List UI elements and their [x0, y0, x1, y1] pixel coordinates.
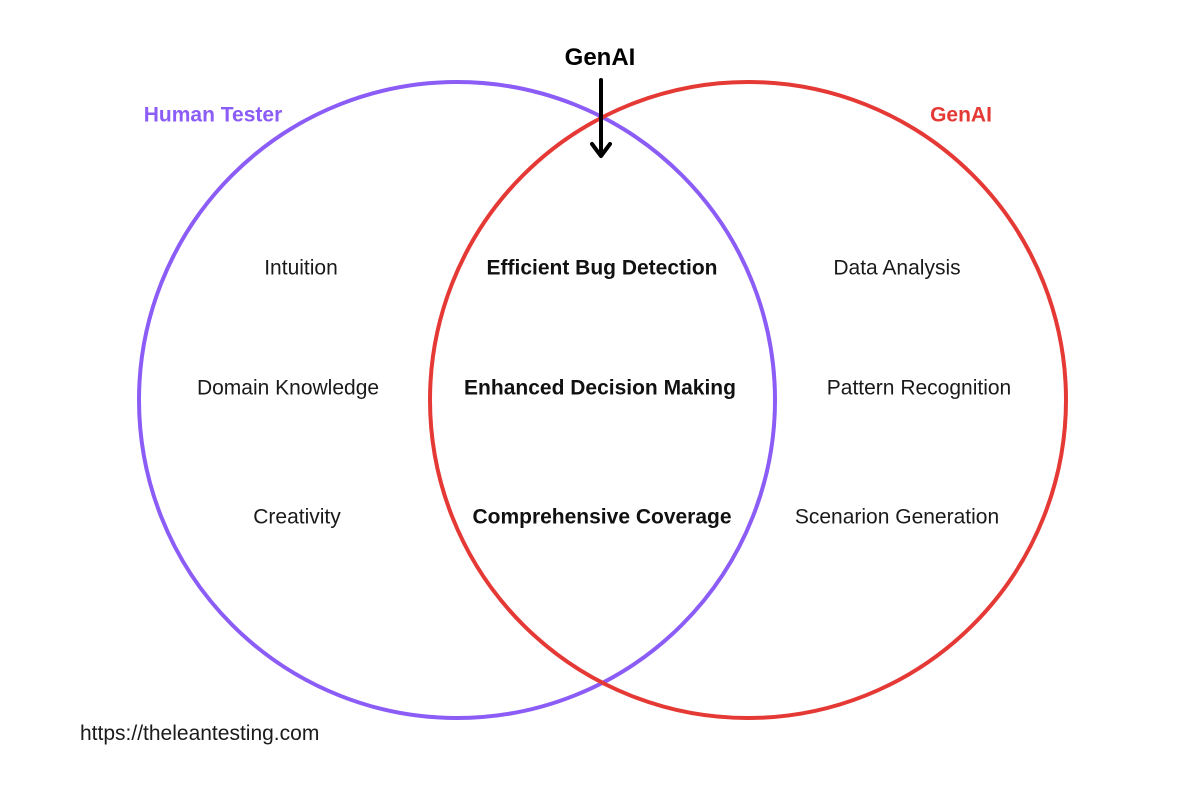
human-tester-title: Human Tester [143, 103, 283, 127]
overlap-title: GenAI [564, 44, 636, 71]
genai-item-data-analysis: Data Analysis [833, 256, 961, 280]
genai-title: GenAI [930, 103, 992, 127]
source-url: https://theleantesting.com [80, 722, 320, 745]
overlap-item-efficient-bug-detection: Efficient Bug Detection [486, 256, 718, 280]
human-item-intuition: Intuition [264, 256, 338, 280]
genai-item-scenario-generation: Scenarion Generation [794, 505, 1000, 529]
human-item-domain-knowledge: Domain Knowledge [196, 376, 380, 400]
overlap-item-comprehensive-coverage: Comprehensive Coverage [472, 505, 732, 529]
human-tester-circle [137, 80, 777, 720]
genai-item-pattern-recognition: Pattern Recognition [826, 376, 1012, 400]
down-arrow-icon [590, 78, 612, 158]
genai-circle [428, 80, 1068, 720]
overlap-item-enhanced-decision-making: Enhanced Decision Making [464, 376, 736, 400]
human-item-creativity: Creativity [253, 505, 341, 529]
